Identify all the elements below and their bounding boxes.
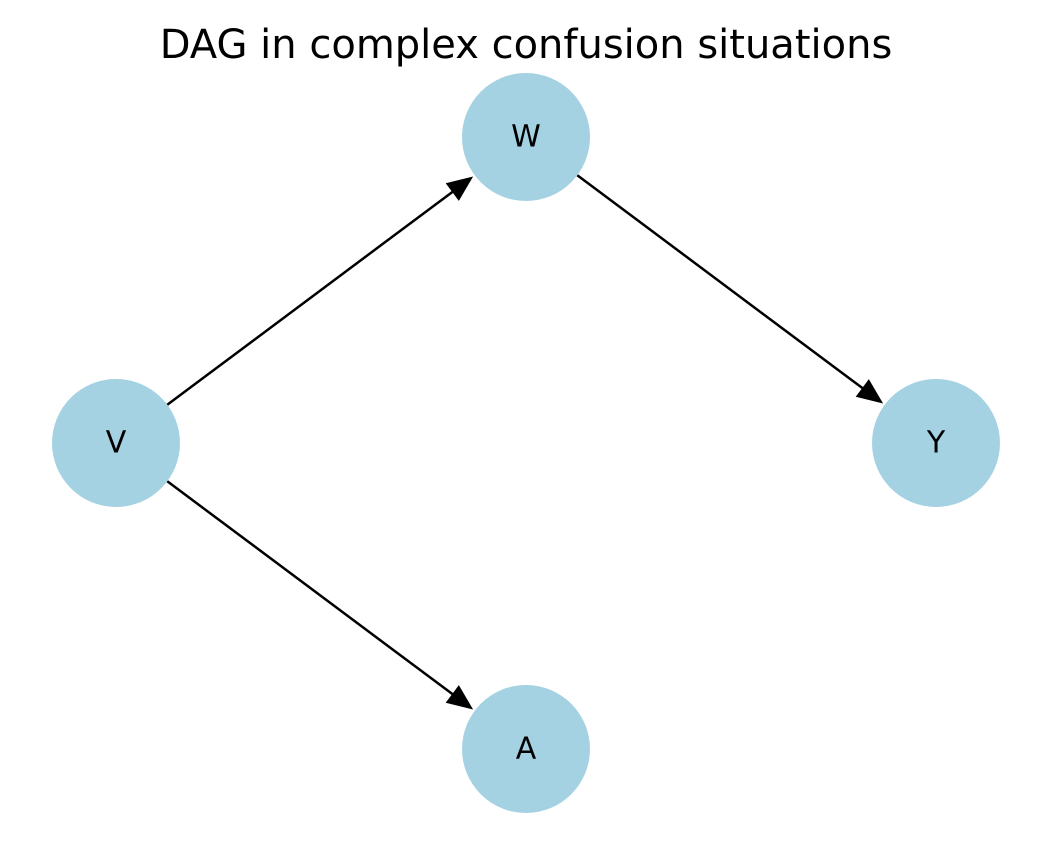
node-v-circle (52, 379, 180, 507)
node-y: Y (872, 379, 1000, 507)
node-a-circle (462, 685, 590, 813)
edge-v-a (166, 480, 474, 710)
node-y-circle (872, 379, 1000, 507)
edge-w-y (576, 174, 884, 404)
nodes-layer: W V Y A (52, 73, 1000, 813)
node-w: W (462, 73, 590, 201)
node-v-label: V (106, 426, 127, 461)
edge-w-y-line (576, 174, 865, 391)
node-y-label: Y (926, 426, 946, 461)
edge-v-a-arrowhead (445, 685, 474, 710)
node-w-label: W (511, 120, 541, 155)
diagram-title: DAG in complex confusion situations (160, 22, 893, 68)
edge-w-y-arrowhead (855, 379, 884, 404)
edge-v-w-arrowhead (445, 176, 474, 201)
edge-v-w (166, 176, 474, 406)
edge-v-a-line (166, 480, 455, 697)
node-a: A (462, 685, 590, 813)
edge-v-w-line (166, 189, 455, 406)
node-a-label: A (516, 732, 537, 767)
edges-layer (166, 174, 884, 710)
node-w-circle (462, 73, 590, 201)
node-v: V (52, 379, 180, 507)
